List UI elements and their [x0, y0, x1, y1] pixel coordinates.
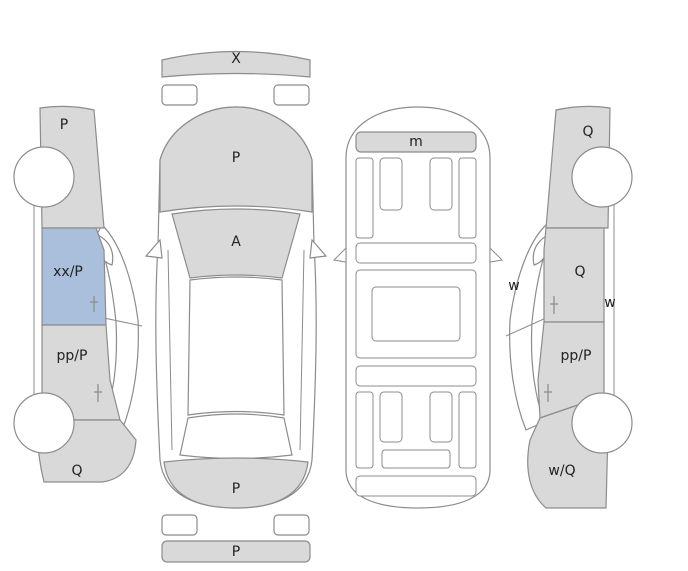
roof-label: m [409, 134, 423, 150]
right-mirror [309, 238, 328, 259]
front-bumper-label: X [231, 51, 241, 67]
left-front-fender-label: P [60, 117, 68, 133]
windshield-label: A [231, 234, 241, 250]
hood-label: P [232, 150, 240, 166]
trunk-label: P [232, 481, 240, 497]
left-rear-door-handle [94, 384, 102, 402]
car-right-side-view: Q Q pp/P w/Q w w [505, 105, 633, 509]
hood-panel[interactable] [159, 106, 313, 213]
left-rear-quarter-label: Q [71, 463, 82, 479]
right-taillight-box [273, 514, 310, 536]
left-rear-wheel [13, 392, 75, 454]
front-seat-right-outer [458, 157, 477, 239]
interior-right-mirror [489, 246, 504, 263]
roof-outline [187, 276, 285, 416]
right-side-line [299, 249, 305, 451]
left-side-line [167, 249, 173, 451]
left-rear-door-label: pp/P [57, 348, 88, 364]
right-side-pillar-line [505, 317, 547, 337]
trunk-floor [355, 475, 477, 497]
car-left-side-view: P xx/P pp/P Q [13, 105, 143, 483]
left-front-door-handle [90, 296, 98, 312]
car-top-view: P A P [144, 106, 328, 509]
right-front-door-handle [550, 296, 558, 314]
trunk-panel[interactable] [163, 457, 309, 509]
left-front-door-panel[interactable] [41, 227, 107, 326]
left-mirror [144, 238, 163, 259]
rear-window [179, 413, 293, 460]
roof-panel[interactable] [355, 131, 477, 153]
rear-seat-left [379, 391, 403, 443]
left-side-pillar-line [103, 317, 143, 327]
right-rear-door-handle [544, 384, 552, 402]
front-seat-right [429, 157, 453, 211]
right-front-door-edge-label: w [508, 278, 519, 294]
left-front-wheel [13, 146, 75, 208]
front-bumper-panel[interactable] [161, 50, 311, 78]
rear-bench [381, 449, 451, 469]
right-front-door-label: Q [574, 264, 585, 280]
rear-console [355, 365, 477, 387]
car-interior-view: m [332, 106, 504, 509]
right-rear-door-edge-label: w [604, 295, 615, 311]
right-rear-door-label: pp/P [561, 348, 592, 364]
rear-bumper-panel[interactable] [161, 540, 311, 563]
left-front-door-label: xx/P [53, 264, 83, 280]
right-front-wheel [571, 146, 633, 208]
right-rear-wheel [571, 392, 633, 454]
interior-left-mirror [332, 246, 347, 263]
right-front-fender-label: Q [582, 124, 593, 140]
windshield-panel[interactable] [171, 208, 301, 279]
floor-inner [371, 286, 461, 342]
left-headlight-box [161, 84, 198, 106]
left-taillight-box [161, 514, 198, 536]
right-headlight-box [273, 84, 310, 106]
front-console [355, 242, 477, 264]
rear-seat-left-outer [355, 391, 374, 469]
rear-bumper-label: P [232, 544, 240, 560]
right-side-glass-outline [509, 224, 553, 431]
front-seat-left-outer [355, 157, 374, 239]
front-seat-left [379, 157, 403, 211]
right-rear-quarter-label: w/Q [548, 463, 575, 479]
rear-seat-right [429, 391, 453, 443]
rear-seat-right-outer [458, 391, 477, 469]
